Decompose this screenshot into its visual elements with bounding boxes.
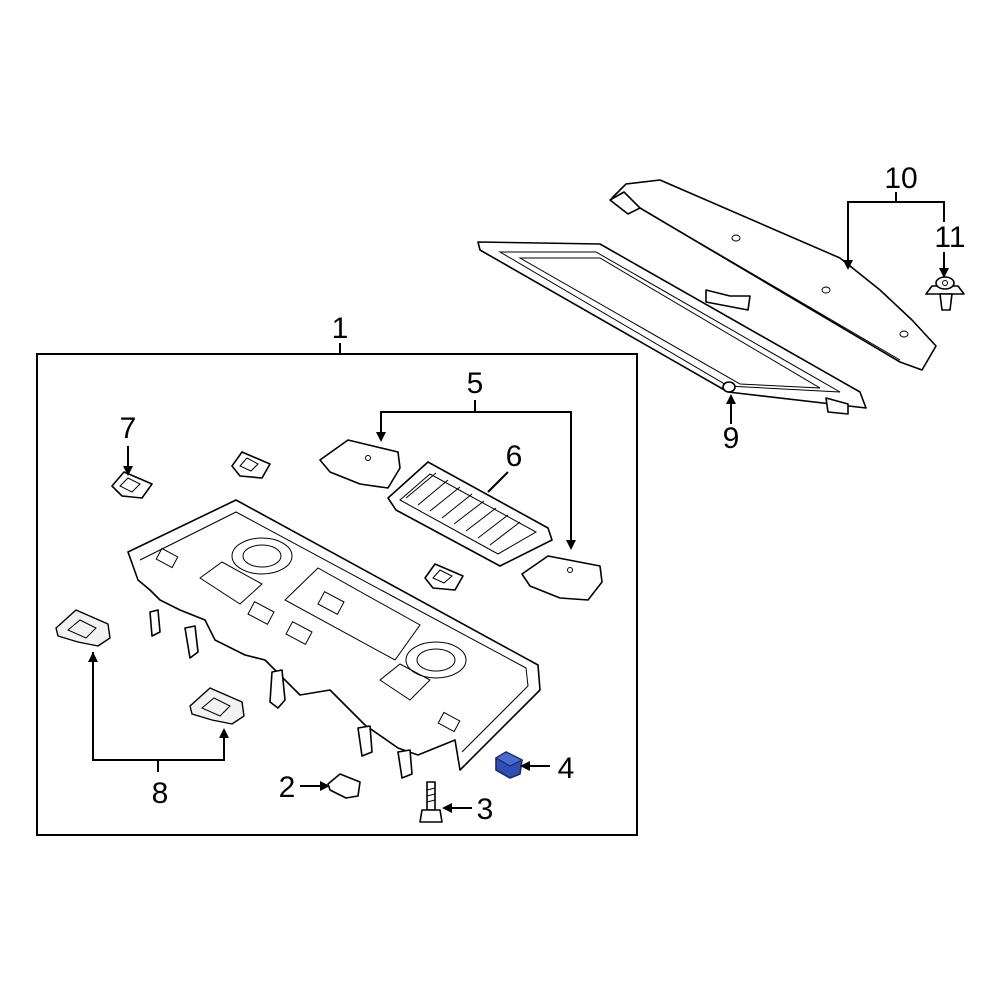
callout-5: 5	[467, 367, 484, 400]
cover-5-right	[521, 555, 603, 601]
callout-7: 7	[120, 412, 137, 445]
callout-3: 3	[477, 793, 494, 826]
clip-2	[327, 773, 361, 799]
callout-6: 6	[506, 440, 523, 473]
callout-4: 4	[558, 752, 575, 785]
bolt-3	[419, 781, 443, 823]
package-tray	[127, 499, 541, 779]
clip-7	[111, 471, 153, 499]
highlighted-part-4	[494, 751, 524, 779]
callout-11: 11	[934, 221, 965, 254]
tonneau-cover-9	[477, 241, 867, 415]
callout-2: 2	[279, 771, 296, 804]
clip-upper	[231, 451, 271, 479]
callout-1: 1	[332, 312, 349, 345]
assembly-box	[36, 353, 638, 836]
push-pin-11	[925, 276, 965, 311]
callout-8: 8	[152, 777, 169, 810]
clip-center	[424, 563, 464, 591]
grille-6	[387, 461, 553, 567]
leader-6	[487, 471, 509, 493]
leader-10	[847, 201, 945, 266]
cover-8-left	[55, 609, 111, 647]
callout-10: 10	[884, 162, 917, 195]
callout-9: 9	[723, 422, 740, 455]
cover-5-left	[319, 439, 401, 489]
cover-8-right	[189, 687, 245, 725]
trim-panel-10	[609, 179, 937, 371]
